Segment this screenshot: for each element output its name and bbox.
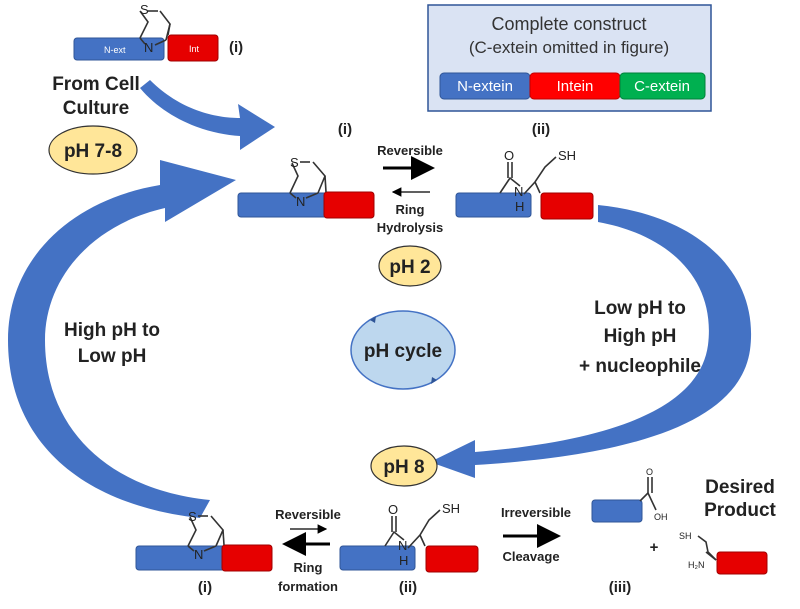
int-label: Int [189, 44, 200, 54]
legend-title: Complete construct [491, 14, 646, 34]
ring-top-label: Ring [396, 202, 425, 217]
ph-8-label: pH 8 [383, 457, 424, 478]
atom-s: S [140, 2, 149, 17]
n-ext-label: N-ext [104, 45, 126, 55]
atom-sh: SH [558, 148, 576, 163]
atom-h2n: H₂N [688, 560, 705, 570]
bottom-molecule-ii: O N H SH [339, 501, 479, 573]
formation-label: formation [278, 579, 338, 594]
top-ii-label: (ii) [532, 121, 550, 138]
ph-2-ellipse [378, 245, 442, 287]
atom-oh: OH [654, 512, 668, 522]
ph-7-8-ellipse [48, 125, 138, 175]
top-molecule-ii: O N H SH [455, 148, 594, 220]
atom-o: O [646, 467, 653, 477]
high-to-low-line2: Low pH [78, 346, 147, 367]
bottom-ii-label: (ii) [399, 579, 417, 596]
top-i-label: (i) [338, 121, 352, 138]
atom-h: H [399, 553, 408, 568]
atom-sh: SH [442, 501, 460, 516]
nucleophile-label: + nucleophile [579, 356, 701, 377]
legend-subtitle: (C-extein omitted in figure) [469, 38, 669, 57]
desired-label: Desired [705, 477, 775, 498]
plus-sign: + [650, 539, 659, 556]
ph-7-8-label: pH 7-8 [64, 141, 122, 162]
ph-2-label: pH 2 [389, 257, 430, 278]
legend-box: Complete construct (C-extein omitted in … [427, 4, 712, 112]
n-ext-block [73, 37, 165, 61]
bottom-iii-label: (iii) [609, 579, 632, 596]
atom-n: N [514, 184, 523, 199]
cleavage-label: Cleavage [502, 549, 559, 564]
legend-n-extein-label: N-extein [457, 78, 513, 95]
top-left-construct: N-ext Int S N (i) [73, 2, 243, 62]
atom-n: N [144, 40, 153, 55]
int-block [167, 34, 219, 62]
atom-n: N [398, 538, 407, 553]
atom-sh: SH [679, 531, 692, 541]
ph-cycle-label: pH cycle [364, 341, 442, 362]
atom-h: H [515, 199, 524, 214]
irreversible-label: Irreversible [501, 505, 571, 520]
bottom-i-label: (i) [198, 579, 212, 596]
atom-n: N [296, 194, 305, 209]
top-left-label: (i) [229, 39, 243, 56]
ph-cycle-ellipse [350, 310, 456, 390]
legend-c-extein-label: C-extein [634, 78, 690, 95]
ring-bottom-label: Ring [294, 560, 323, 575]
atom-o: O [388, 502, 398, 517]
bottom-molecule-i: S N [135, 509, 273, 572]
product-label: Product [704, 500, 776, 521]
atom-s: S [290, 155, 299, 170]
culture-label: Culture [63, 98, 130, 119]
from-cell-label: From Cell [52, 74, 140, 95]
legend-c-extein-block [619, 72, 706, 100]
left-cycle-arrow [8, 160, 236, 518]
legend-intein-label: Intein [557, 78, 594, 95]
atom-s: S [188, 509, 197, 524]
hydrolysis-label: Hydrolysis [377, 220, 443, 235]
ph-8-ellipse [370, 445, 438, 487]
atom-o: O [504, 148, 514, 163]
atom-n: N [194, 547, 203, 562]
low-to-high-line2: High pH [604, 326, 677, 347]
right-cycle-arrow [430, 205, 752, 478]
top-molecule-i: S N [237, 155, 375, 219]
low-to-high-line1: Low pH to [594, 298, 686, 319]
reversible-bottom-label: Reversible [275, 507, 341, 522]
from-culture-arrow [140, 80, 275, 150]
high-to-low-line1: High pH to [64, 320, 160, 341]
reversible-top-label: Reversible [377, 143, 443, 158]
product-intein: SH H₂N [679, 531, 768, 575]
product-n-extein: O OH [591, 467, 668, 523]
